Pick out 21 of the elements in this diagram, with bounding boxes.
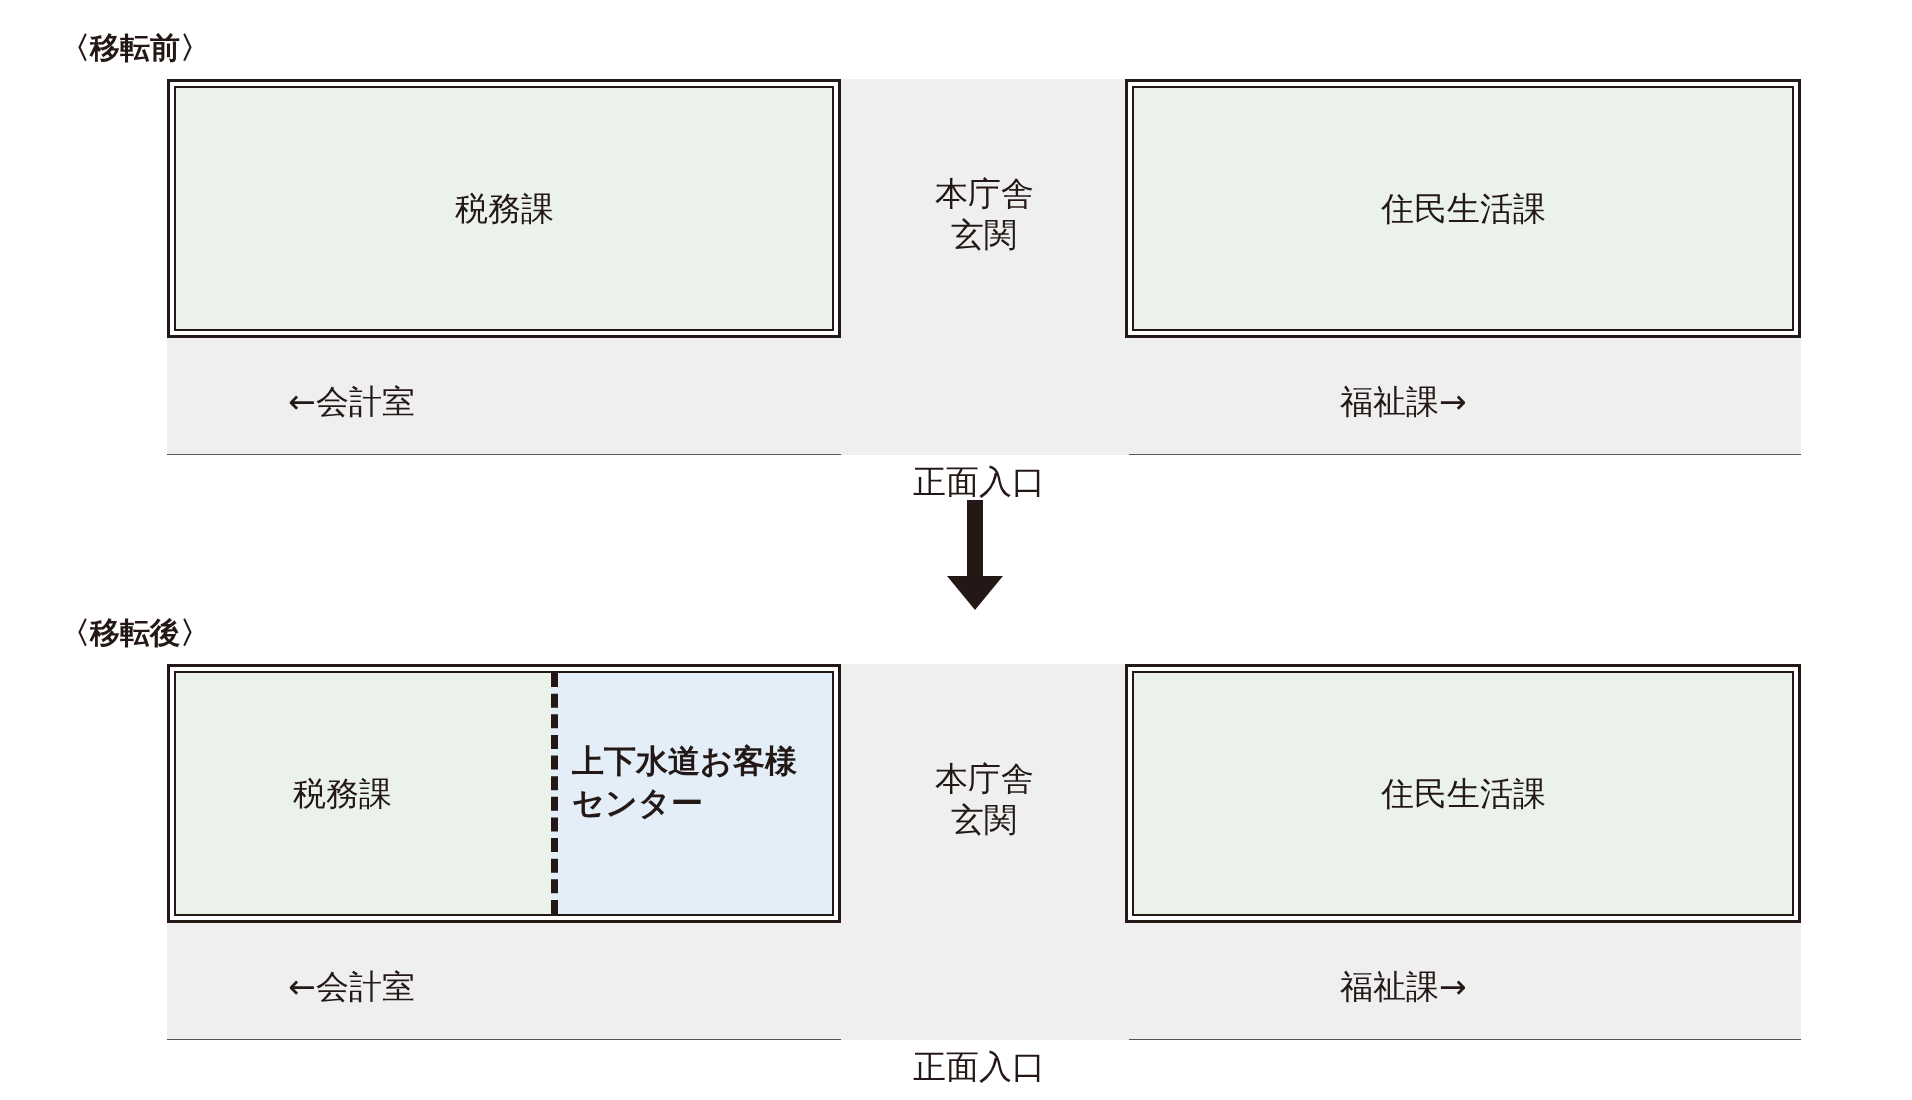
service-center-area bbox=[551, 673, 832, 914]
entrance-label: 本庁舎玄関 bbox=[933, 173, 1035, 256]
room-label: 住民生活課 bbox=[1379, 773, 1547, 815]
section-heading: 〈移転後〉 bbox=[60, 614, 210, 652]
entrance-label: 本庁舎玄関 bbox=[933, 758, 1035, 841]
corridor-label: 福祉課→ bbox=[1340, 966, 1467, 1008]
down-arrow bbox=[947, 500, 1003, 610]
room-label: 住民生活課 bbox=[1379, 188, 1547, 230]
section-heading: 〈移転前〉 bbox=[60, 29, 210, 67]
entrance-label: 正面入口 bbox=[913, 1046, 1045, 1088]
office-room bbox=[1125, 79, 1801, 338]
corridor-label: ←会計室 bbox=[288, 381, 415, 423]
office-room bbox=[167, 79, 841, 338]
corridor-label: ←会計室 bbox=[288, 966, 415, 1008]
room-label: 税務課 bbox=[293, 773, 392, 815]
room-label: 税務課 bbox=[453, 188, 555, 230]
office-room bbox=[1125, 664, 1801, 923]
office-room bbox=[167, 664, 841, 923]
corridor-label: 福祉課→ bbox=[1340, 381, 1467, 423]
room-label: 上下水道お客様センター bbox=[572, 741, 798, 824]
entrance-label: 正面入口 bbox=[913, 461, 1045, 503]
